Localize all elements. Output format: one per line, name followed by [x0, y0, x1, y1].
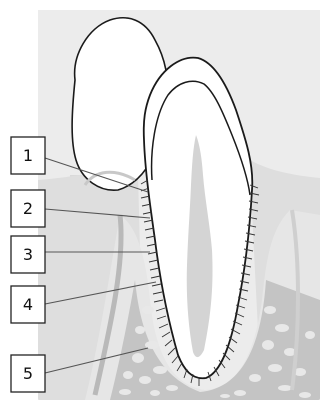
label-5: 5	[11, 355, 45, 392]
label-3-text: 3	[23, 245, 33, 264]
label-2-text: 2	[23, 199, 33, 218]
label-4: 4	[11, 286, 45, 323]
label-1-text: 1	[23, 146, 33, 165]
label-1: 1	[11, 137, 45, 174]
label-2: 2	[11, 190, 45, 227]
label-5-text: 5	[23, 364, 33, 383]
label-3: 3	[11, 236, 45, 273]
label-4-text: 4	[23, 295, 33, 314]
